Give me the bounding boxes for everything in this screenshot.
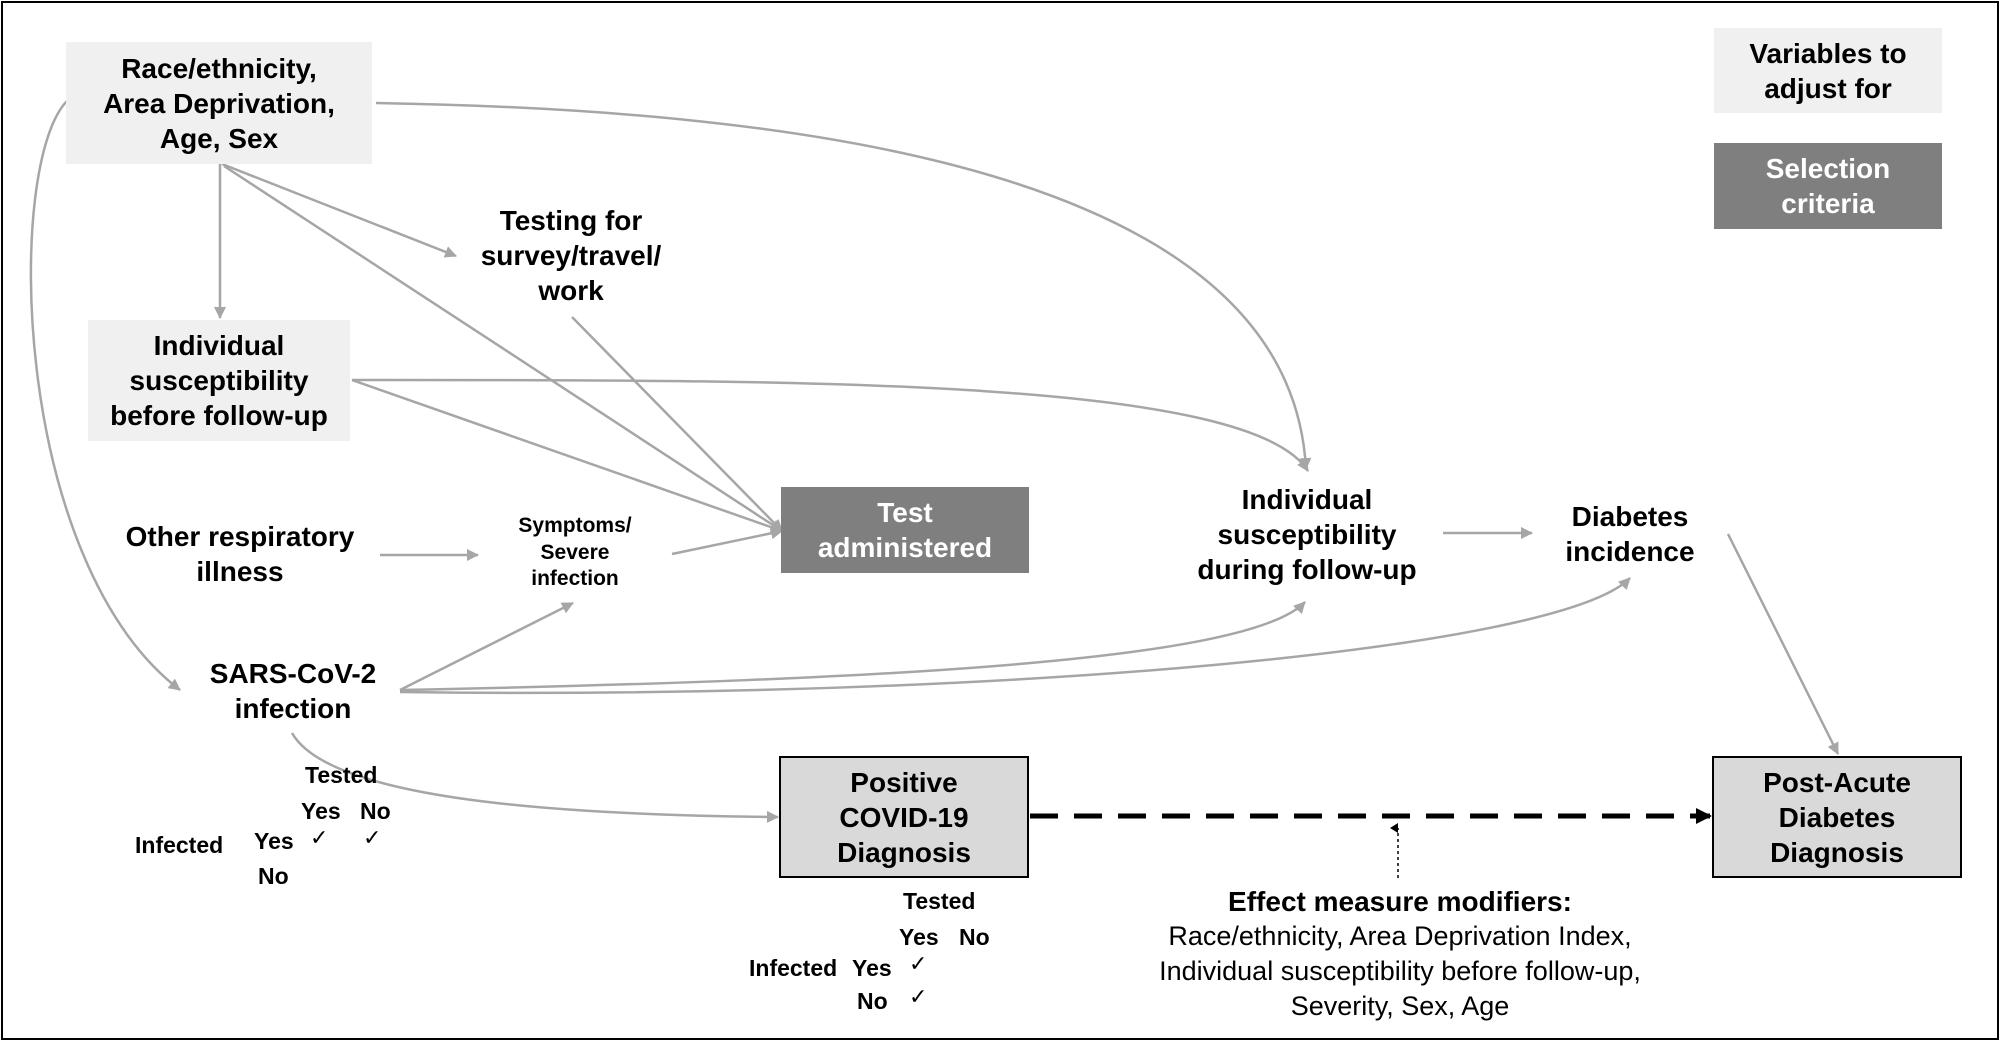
table-left-infected: Infected xyxy=(135,832,224,858)
table-left-yes-row: Yes xyxy=(254,828,294,854)
table-right-check-no-yes: ✓ xyxy=(909,985,928,1010)
table-right-tested: Tested xyxy=(903,888,976,914)
node-post-acute-label: Post-Acute Diabetes Diagnosis xyxy=(1763,766,1911,868)
legend-adjust-box: Variables to adjust for xyxy=(1714,28,1942,113)
node-susceptibility-during-label: Individual susceptibility during follow-… xyxy=(1197,484,1417,585)
table-right-no-col: No xyxy=(959,924,990,950)
node-diabetes-incidence: Diabetes incidence xyxy=(1540,499,1720,569)
table-left-no-col: No xyxy=(360,798,391,824)
node-sars-cov2: SARS-CoV-2 infection xyxy=(178,656,408,726)
table-right-no-row: No xyxy=(857,988,888,1014)
effect-modifiers: Effect measure modifiers: Race/ethnicity… xyxy=(1100,884,1700,1024)
legend-selection-box: Selection criteria xyxy=(1714,143,1942,229)
legend-adjust-label: Variables to adjust for xyxy=(1749,37,1907,104)
arrow-conf-to-susc-during xyxy=(375,101,1312,470)
node-test-administered-label: Test administered xyxy=(817,497,993,563)
node-positive-diagnosis: Positive COVID-19 Diagnosis xyxy=(779,756,1029,878)
arrow-conf-to-sars xyxy=(29,99,181,691)
arrow-sars-to-symptoms xyxy=(399,601,574,692)
node-confounders-label: Race/ethnicity, Area Deprivation, Age, S… xyxy=(103,52,335,154)
node-testing-other: Testing for survey/travel/ work xyxy=(448,203,694,308)
effect-modifiers-title: Effect measure modifiers: xyxy=(1228,886,1572,917)
arrow-sars-to-susc-during xyxy=(399,601,1306,692)
node-symptoms: Symptoms/ Severe infection xyxy=(490,513,660,593)
node-susceptibility-before-label: Individual susceptibility before follow-… xyxy=(110,330,328,431)
table-left-check-yes-no: ✓ xyxy=(363,826,382,851)
table-right-infected: Infected xyxy=(749,955,838,981)
node-confounders: Race/ethnicity, Area Deprivation, Age, S… xyxy=(66,42,372,164)
arrow-conf-to-test xyxy=(223,164,783,533)
table-right-check-yes-yes: ✓ xyxy=(909,952,928,977)
table-left-tested: Tested xyxy=(305,762,378,788)
effect-modifiers-body: Race/ethnicity, Area Deprivation Index, … xyxy=(1159,921,1641,1021)
node-susceptibility-before: Individual susceptibility before follow-… xyxy=(88,320,350,441)
legend-selection-label: Selection criteria xyxy=(1765,153,1891,219)
node-positive-diagnosis-label: Positive COVID-19 Diagnosis xyxy=(837,766,971,868)
table-right-yes-row: Yes xyxy=(852,955,892,981)
arrow-sars-to-positive xyxy=(290,732,779,823)
table-left-check-yes-yes: ✓ xyxy=(310,826,329,851)
node-sars-cov2-label: SARS-CoV-2 infection xyxy=(209,658,377,724)
arrow-symptoms-to-test xyxy=(671,527,783,556)
arrow-suscb-to-test xyxy=(351,378,783,534)
node-other-respiratory-label: Other respiratory illness xyxy=(125,521,355,587)
node-diabetes-incidence-label: Diabetes incidence xyxy=(1565,501,1695,567)
arrow-diabetes-to-postacute xyxy=(1726,533,1840,755)
node-susceptibility-during: Individual susceptibility during follow-… xyxy=(1176,482,1438,587)
node-testing-other-label: Testing for survey/travel/ work xyxy=(480,205,662,306)
arrow-sars-to-diabetes xyxy=(399,577,1631,695)
node-post-acute: Post-Acute Diabetes Diagnosis xyxy=(1712,756,1962,878)
node-symptoms-label: Symptoms/ Severe infection xyxy=(518,514,632,590)
arrow-conf-to-testing xyxy=(221,162,457,258)
table-right-yes-col: Yes xyxy=(899,924,939,950)
table-left-no-row: No xyxy=(258,863,289,889)
node-test-administered: Test administered xyxy=(781,487,1029,573)
table-left-yes-col: Yes xyxy=(301,798,341,824)
node-other-respiratory: Other respiratory illness xyxy=(110,519,370,589)
arrow-testing-to-test xyxy=(571,316,783,532)
arrow-suscb-to-susc-during xyxy=(351,378,1310,472)
